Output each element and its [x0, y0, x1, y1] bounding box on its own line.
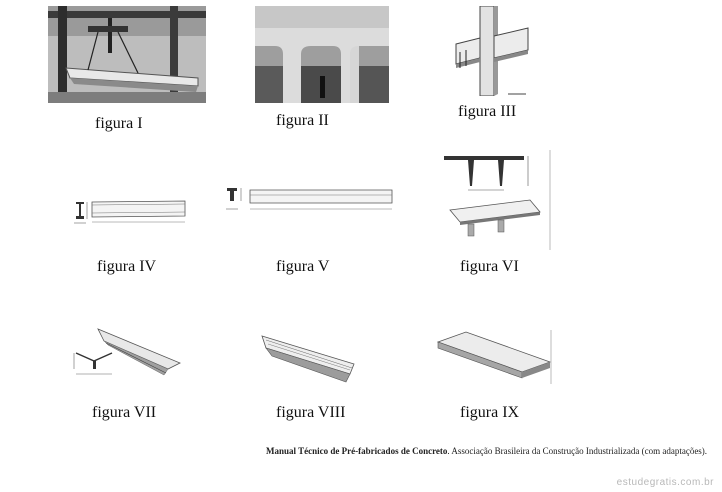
- source-rest: . Associação Brasileira da Construção In…: [447, 446, 708, 456]
- figure-8-caption: figura VIII: [276, 404, 346, 421]
- figure-4-caption: figura IV: [97, 258, 157, 275]
- source-citation: Manual Técnico de Pré-fabricados de Conc…: [266, 446, 707, 456]
- figure-7-caption: figura VII: [92, 404, 157, 421]
- figure-7-image: [70, 325, 182, 385]
- figure-8-image: [258, 330, 358, 384]
- figure-1-image: [48, 6, 206, 103]
- figure-2-image: [255, 6, 389, 103]
- source-title: Manual Técnico de Pré-fabricados de Conc…: [266, 446, 448, 456]
- watermark: estudegratis.com.br: [616, 477, 714, 488]
- figure-2-caption: figura II: [276, 112, 329, 129]
- figure-3-caption: figura III: [458, 103, 517, 120]
- figure-9-caption: figura IX: [460, 404, 520, 421]
- figure-5-image: [222, 185, 397, 225]
- figure-1-caption: figura I: [95, 115, 143, 132]
- figure-5-caption: figura V: [276, 258, 330, 275]
- figure-6-caption: figura VI: [460, 258, 519, 275]
- figure-9-image: [434, 330, 552, 384]
- figure-3-image: [448, 6, 538, 96]
- figure-6-image: [440, 148, 552, 250]
- figure-4-image: [70, 192, 190, 232]
